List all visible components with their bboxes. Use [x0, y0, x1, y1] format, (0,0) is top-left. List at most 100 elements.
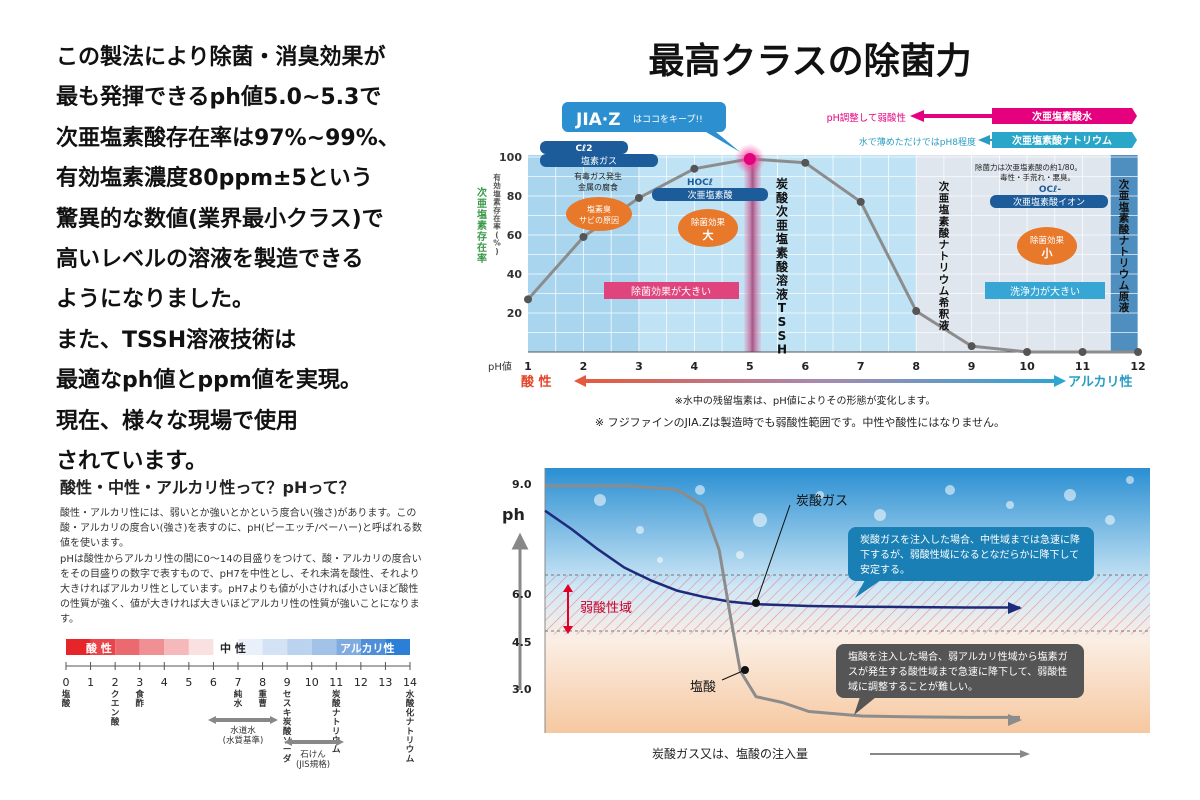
tssh-label-char: 液: [776, 286, 788, 301]
legend-2-box: [992, 132, 1137, 148]
band-right-label: 洗浄力が大きい: [1010, 285, 1080, 298]
hocl-formula: HOCℓ: [687, 178, 713, 188]
water-range-arrow: [208, 716, 278, 724]
cl2-pill: [540, 141, 628, 154]
ph-segment: [336, 639, 361, 655]
intro-line: また、TSSH溶液技術は: [56, 327, 297, 353]
naocl-dilute-label-char: 希: [938, 296, 950, 309]
naocl-dilute-label-char: 液: [939, 319, 950, 332]
ph-example-char: ウ: [406, 745, 415, 755]
co2-leader: [755, 504, 791, 604]
y-axis-label-char: 亜: [477, 198, 487, 210]
intro-line: 現在、様々な現場で使用: [56, 408, 299, 434]
scale-tick-label: 4: [161, 676, 168, 689]
hcl-curve: [545, 484, 1020, 719]
intro-line: 最も発揮できるph値5.0~5.3で: [56, 85, 382, 111]
x-tick-label: 5: [746, 360, 754, 373]
bubble-right: [1017, 227, 1077, 265]
data-point: [1134, 348, 1142, 356]
ph-example-char: 食: [135, 689, 144, 700]
y-tick-label: 9.0: [512, 478, 532, 491]
bubble-dot: [1006, 501, 1014, 509]
footnote-1: ※水中の残留塩素は、pH値によりその形態が変化します。: [674, 394, 935, 407]
tssh-label-char: 次: [776, 204, 788, 219]
y-axis-sublabel-char: 有: [493, 172, 501, 182]
footnote-2: ※ フジファインのJIA.Zは製造時でも弱酸性範囲です。中性や酸性にはなりません…: [595, 415, 1005, 429]
bubble-dot: [816, 491, 824, 499]
x-tick-label: 11: [1075, 360, 1090, 373]
data-point: [801, 158, 810, 167]
strength-note-2: 毒性・手荒れ・悪臭。: [1000, 172, 1075, 182]
acid-label: 酸 性: [521, 374, 552, 390]
x-tick-label: 9: [968, 360, 976, 373]
bubble-dot: [1126, 476, 1134, 484]
scale-tick-label: 3: [136, 676, 143, 689]
ph-segment: [213, 639, 238, 655]
hcl-label: 塩酸: [690, 680, 716, 695]
cl2-name-pill: [540, 154, 658, 167]
hocl-points: [524, 154, 1142, 356]
naocl-raw-label-char: リ: [1119, 257, 1130, 269]
jiaz-keep: はココをキープ!!: [633, 114, 703, 125]
tssh-label-char: 素: [776, 245, 788, 260]
naocl-dilute-label-char: 釈: [939, 308, 950, 321]
ph-example-char: 酸: [283, 726, 292, 737]
x-axis-label: pH値: [488, 360, 512, 373]
strength-note-1: 除菌力は次亜塩素酸の約1/80。: [975, 162, 1082, 172]
ph-example-char: キ: [283, 708, 292, 718]
y-tick-label: 20: [507, 307, 523, 320]
tssh-band: [744, 155, 761, 352]
jiaz-point: [743, 152, 756, 165]
x-tick-label: 6: [801, 360, 809, 373]
ph-example-char: ー: [283, 745, 292, 755]
bubble-mid-2: 大: [703, 228, 714, 242]
acid-label: 酸 性: [86, 641, 112, 655]
intro-line: 驚異的な数値(業界最小クラス)で: [56, 206, 384, 232]
y-tick-label: 40: [507, 268, 523, 281]
ph-scale-segments: [66, 639, 410, 655]
legend-1-name: 次亜塩素酸水: [1032, 110, 1093, 123]
tssh-label-char: S: [778, 315, 787, 329]
hocl-pill: [652, 188, 768, 201]
data-point: [524, 295, 532, 304]
hcl-callout-tail: [854, 697, 876, 715]
co2-curve: [544, 509, 1020, 609]
hcl-callout-text: 塩酸を注入した場合、弱アルカリ性域から塩素ガスが発生する酸性域まで急速に降下して…: [848, 652, 1068, 693]
bubble-mid-1: 除菌効果: [691, 217, 726, 228]
ph-example-char: 水: [233, 698, 243, 709]
naocl-dilute-label-char: リ: [939, 262, 950, 274]
intro-line: されています。: [56, 449, 208, 475]
intro-line: 高いレベルの溶液を製造できる: [56, 247, 364, 273]
naocl-raw-label-char: ナ: [1119, 235, 1130, 247]
co2-callout-fo: 炭酸ガスを注入した場合、中性域までは急速に降下するが、弱酸性域になるとなだらかに…: [860, 535, 1080, 576]
ph-example-char: ン: [111, 708, 120, 718]
y-tick-label: 100: [499, 151, 522, 164]
bubble-dot: [1105, 515, 1115, 525]
x-tick-label: 3: [635, 360, 643, 373]
bubble-right-1: 除菌効果: [1030, 235, 1065, 246]
jiaz-callout: [562, 102, 740, 152]
bubble-dot: [636, 526, 644, 534]
x-tick-label: 1: [524, 360, 532, 373]
data-point: [634, 193, 643, 202]
bubble-dot: [657, 557, 663, 563]
alkali-label: アルカリ性: [1068, 374, 1132, 390]
main-title: 最高クラスの除菌力: [648, 41, 972, 82]
y-axis-sublabel-char: 率: [493, 221, 501, 231]
bubble-dot: [736, 551, 744, 559]
ph-example-char: 曹: [258, 698, 267, 709]
co2-label: 炭酸ガス: [796, 494, 848, 509]
tssh-label-char: H: [777, 343, 787, 357]
legend-1-arrow: [910, 110, 994, 122]
legend-2-arrow: [978, 135, 1000, 145]
y-axis-label-char: 素: [477, 219, 487, 232]
scale-tick-label: 12: [354, 676, 368, 689]
ph-example-char: 酸: [406, 698, 415, 709]
naocl-dilute-label-char: ム: [939, 285, 950, 297]
bubble-mid: [678, 209, 738, 247]
y-axis-label-char: 率: [477, 252, 487, 265]
scale-tick-label: 11: [329, 676, 343, 689]
